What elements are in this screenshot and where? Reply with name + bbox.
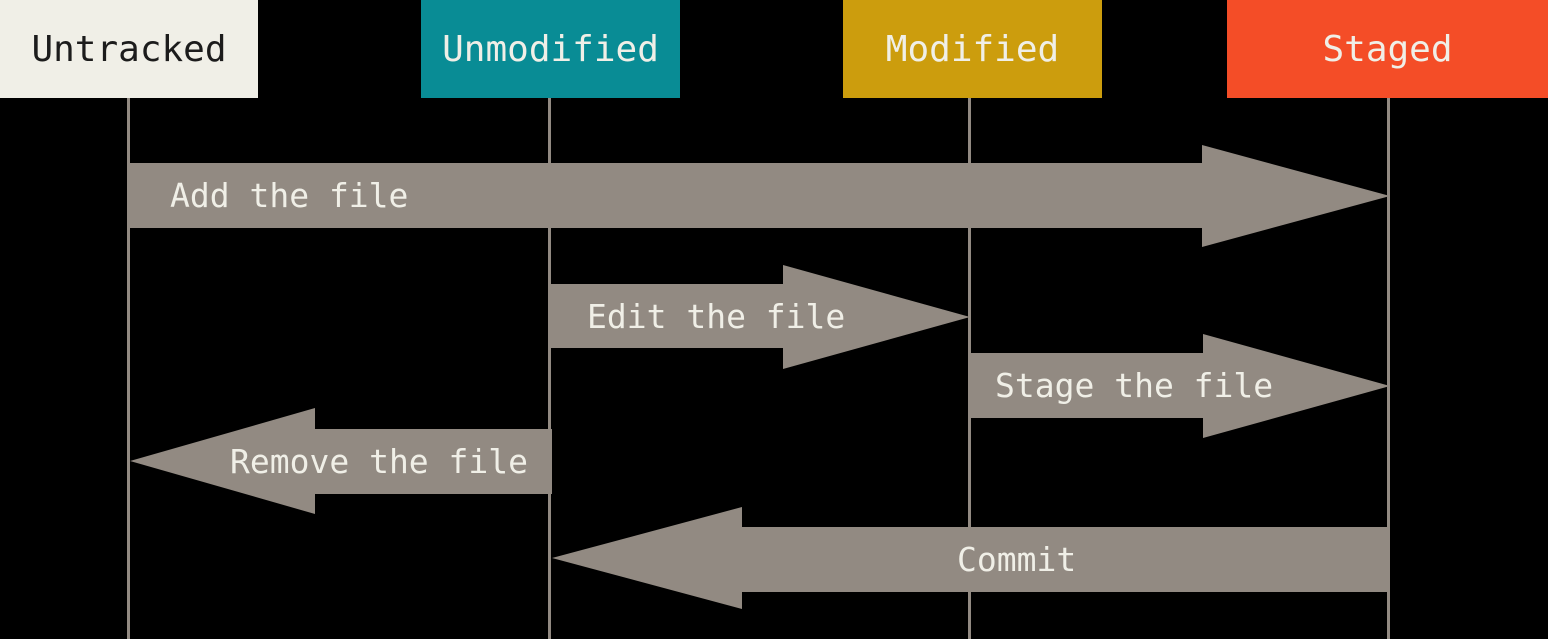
state-box-staged: Staged	[1227, 0, 1548, 98]
arrowhead-right-icon	[1203, 334, 1390, 438]
arrow-label: Stage the file	[995, 366, 1274, 405]
state-label-unmodified: Unmodified	[442, 28, 659, 70]
state-label-staged: Staged	[1322, 28, 1453, 70]
arrowhead-left-icon	[130, 408, 315, 514]
state-box-unmodified: Unmodified	[421, 0, 680, 98]
state-label-untracked: Untracked	[31, 28, 227, 70]
lifeline-unmodified	[548, 98, 551, 639]
state-box-modified: Modified	[843, 0, 1102, 98]
arrowhead-right-icon	[1202, 145, 1390, 247]
state-box-untracked: Untracked	[0, 0, 258, 98]
state-label-modified: Modified	[885, 28, 1060, 70]
lifeline-untracked	[127, 98, 130, 639]
arrow-label: Edit the file	[587, 296, 846, 336]
arrow-body	[971, 353, 1203, 418]
arrow-body	[315, 429, 552, 494]
arrow-label: Commit	[957, 540, 1077, 579]
arrow-label: Remove the file	[230, 442, 529, 481]
arrowhead-left-icon	[552, 507, 742, 609]
arrow-label: Add the file	[170, 176, 409, 215]
arrow-body	[130, 163, 1202, 228]
arrowhead-right-icon	[783, 265, 970, 369]
arrow-body	[551, 284, 783, 348]
arrow-body	[742, 527, 1389, 592]
